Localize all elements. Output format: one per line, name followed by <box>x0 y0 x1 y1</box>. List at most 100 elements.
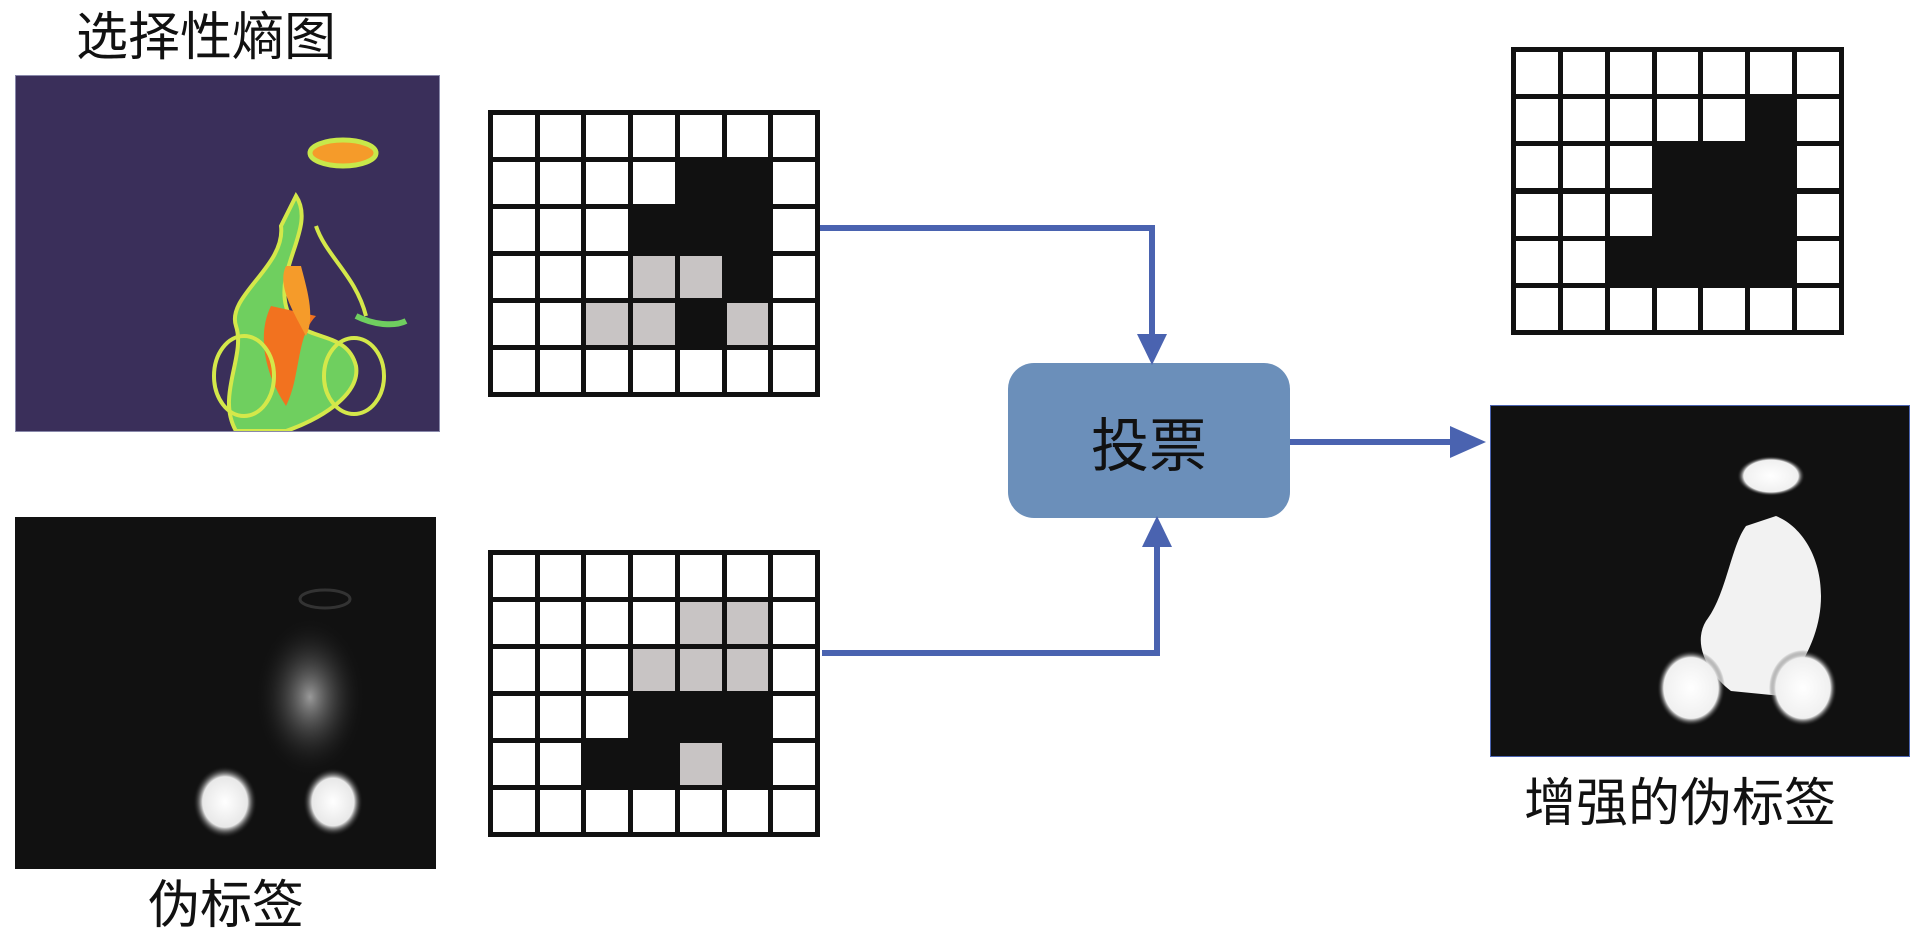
grid-cell <box>1562 240 1605 283</box>
grid-cell <box>586 555 629 597</box>
grid-cell <box>539 743 582 785</box>
grid-cell <box>1609 146 1652 189</box>
grid-cell <box>1750 193 1793 236</box>
grid-cell <box>726 790 769 832</box>
entropy-map-image <box>15 75 440 432</box>
grid-cell <box>773 209 815 251</box>
grid-cell <box>586 743 629 785</box>
arrow-bottom-to-vote <box>822 540 1160 656</box>
result-grid <box>1511 47 1844 335</box>
grid-cell <box>1562 193 1605 236</box>
grid-cell <box>773 555 815 597</box>
grid-cell <box>679 303 722 345</box>
grid-cell <box>1797 99 1839 142</box>
entropy-grid <box>488 110 820 397</box>
grid-cell <box>1797 240 1839 283</box>
grid-cell <box>1750 99 1793 142</box>
grid-cell <box>586 256 629 298</box>
grid-cell <box>586 602 629 644</box>
grid-cell <box>679 743 722 785</box>
grid-cell <box>539 162 582 204</box>
grid-cell <box>773 115 815 157</box>
grid-cell <box>773 790 815 832</box>
grid-cell <box>1609 240 1652 283</box>
grid-cell <box>539 303 582 345</box>
grid-cell <box>1656 193 1699 236</box>
grid-cell <box>1656 146 1699 189</box>
grid-cell <box>633 115 675 157</box>
grid-cell <box>493 602 535 644</box>
grid-cell <box>1703 287 1746 330</box>
grid-cell <box>726 602 769 644</box>
grid-cell <box>1609 287 1652 330</box>
grid-cell <box>633 743 675 785</box>
grid-cell <box>773 649 815 691</box>
grid-cell <box>493 350 535 392</box>
grid-cell <box>1656 240 1699 283</box>
grid-cell <box>586 115 629 157</box>
grid-cell <box>586 790 629 832</box>
grid-cell <box>679 350 722 392</box>
grid-cell <box>633 790 675 832</box>
grid-cell <box>773 303 815 345</box>
grid-cell <box>1797 146 1839 189</box>
enhanced-label-caption: 增强的伪标签 <box>1524 774 1837 834</box>
grid-cell <box>1516 240 1558 283</box>
grid-cell <box>1609 99 1652 142</box>
grid-cell <box>539 696 582 738</box>
grid-cell <box>493 115 535 157</box>
grid-cell <box>1656 287 1699 330</box>
pseudo-label-grid <box>488 550 820 837</box>
grid-cell <box>773 350 815 392</box>
grid-cell <box>539 555 582 597</box>
grid-cell <box>633 350 675 392</box>
grid-cell <box>633 209 675 251</box>
grid-cell <box>493 555 535 597</box>
pseudo-label-caption: 伪标签 <box>148 876 305 936</box>
grid-cell <box>633 162 675 204</box>
grid-cell <box>493 303 535 345</box>
grid-cell <box>1609 193 1652 236</box>
grid-cell <box>1797 52 1839 95</box>
grid-cell <box>679 115 722 157</box>
grid-cell <box>1797 287 1839 330</box>
grid-cell <box>1516 99 1558 142</box>
grid-cell <box>726 649 769 691</box>
grid-cell <box>1703 193 1746 236</box>
grid-cell <box>726 303 769 345</box>
grid-cell <box>1797 193 1839 236</box>
grid-cell <box>586 696 629 738</box>
grid-cell <box>1516 52 1558 95</box>
grid-cell <box>493 696 535 738</box>
grid-cell <box>493 209 535 251</box>
grid-cell <box>1703 240 1746 283</box>
grid-cell <box>679 790 722 832</box>
grid-cell <box>493 256 535 298</box>
grid-cell <box>493 790 535 832</box>
grid-cell <box>1656 52 1699 95</box>
grid-cell <box>1656 99 1699 142</box>
grid-cell <box>493 162 535 204</box>
grid-cell <box>539 790 582 832</box>
grid-cell <box>726 209 769 251</box>
grid-cell <box>633 256 675 298</box>
arrowhead-top <box>1137 334 1167 365</box>
grid-cell <box>773 602 815 644</box>
grid-cell <box>1703 52 1746 95</box>
grid-cell <box>726 256 769 298</box>
grid-cell <box>633 303 675 345</box>
grid-cell <box>726 162 769 204</box>
grid-cell <box>1516 146 1558 189</box>
grid-cell <box>1562 146 1605 189</box>
grid-cell <box>1750 287 1793 330</box>
grid-cell <box>493 649 535 691</box>
grid-cell <box>1516 287 1558 330</box>
grid-cell <box>1562 99 1605 142</box>
grid-cell <box>1562 52 1605 95</box>
grid-cell <box>679 555 722 597</box>
grid-cell <box>1750 146 1793 189</box>
grid-cell <box>1703 146 1746 189</box>
grid-cell <box>773 256 815 298</box>
grid-cell <box>1703 99 1746 142</box>
